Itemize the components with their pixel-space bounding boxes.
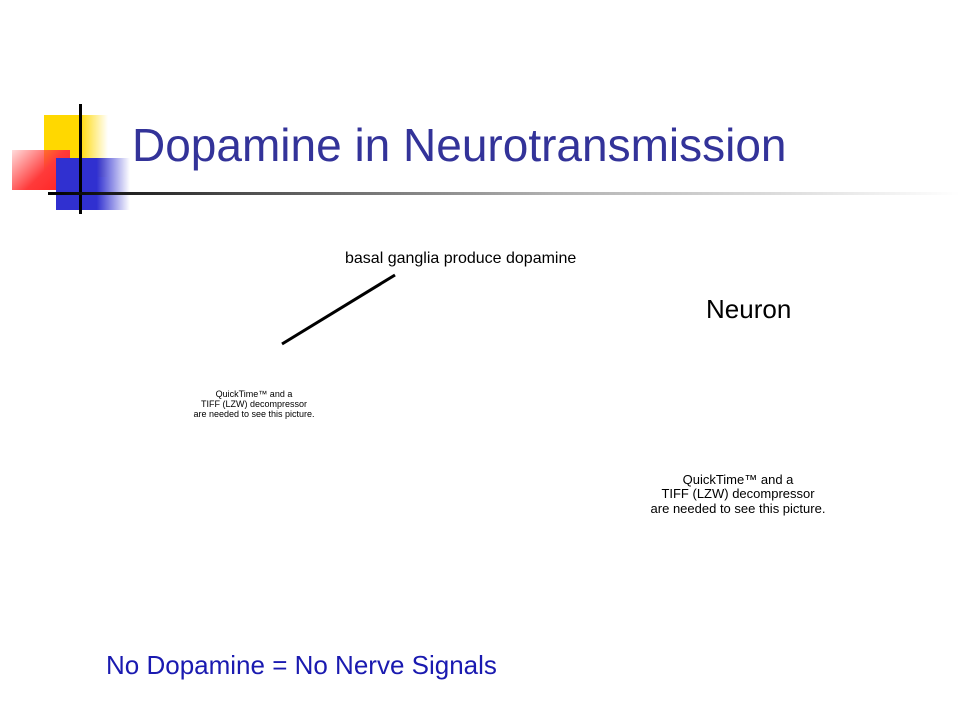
placeholder-line: are needed to see this picture.	[650, 500, 826, 516]
logo-vertical-line	[79, 104, 82, 214]
slide-title: Dopamine in Neurotransmission	[132, 119, 787, 171]
image-placeholder-small: QuickTime™ and a TIFF (LZW) decompressor…	[172, 389, 336, 420]
placeholder-line: TIFF (LZW) decompressor	[200, 398, 307, 409]
neuron-label: Neuron	[706, 294, 792, 324]
basal-ganglia-annotation: basal ganglia produce dopamine	[345, 250, 577, 267]
footer-statement: No Dopamine = No Nerve Signals	[106, 650, 497, 680]
placeholder-line: QuickTime™ and a	[682, 472, 794, 487]
blue-square-decoration	[56, 158, 130, 210]
placeholder-line: are needed to see this picture.	[193, 408, 315, 419]
decorative-logo	[0, 0, 140, 230]
placeholder-line: QuickTime™ and a	[215, 389, 293, 399]
title-underline-rule	[48, 192, 960, 195]
annotation-pointer-line	[281, 273, 396, 346]
placeholder-line: TIFF (LZW) decompressor	[661, 486, 815, 502]
image-placeholder-large: QuickTime™ and a TIFF (LZW) decompressor…	[630, 472, 846, 516]
